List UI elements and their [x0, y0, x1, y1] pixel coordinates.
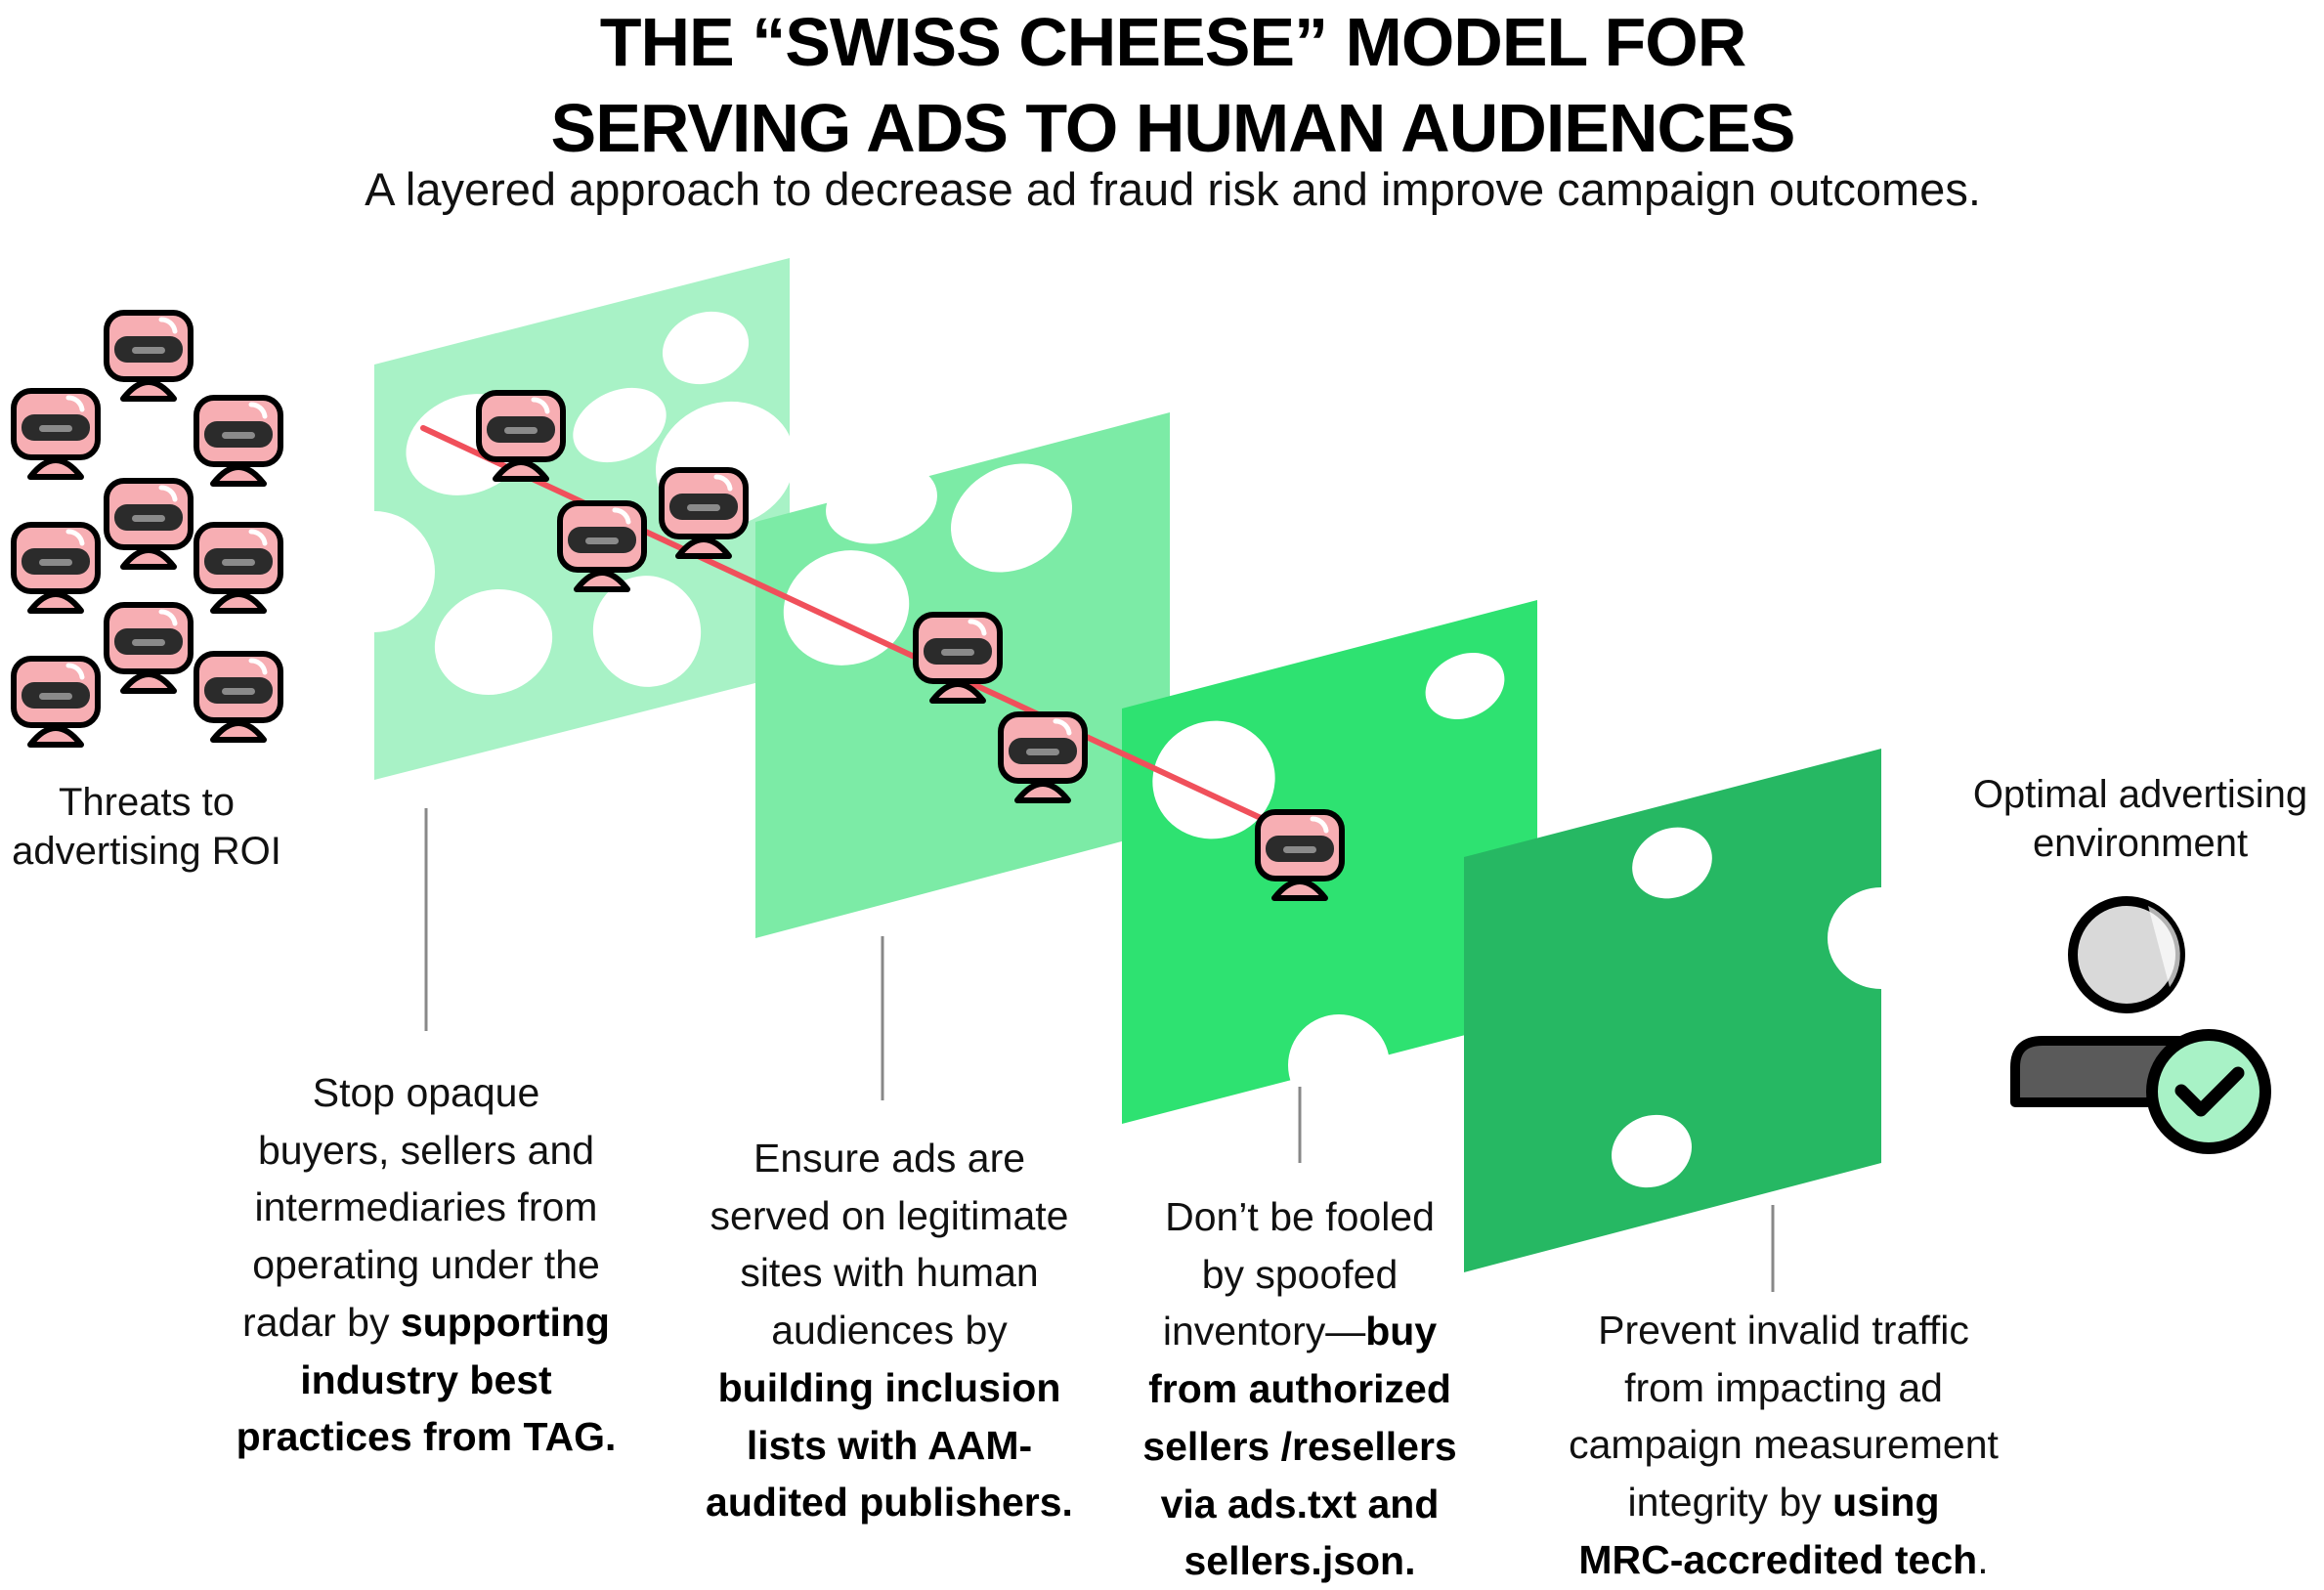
layer-2-caption: Ensure ads are served on legitimate sites … [665, 1130, 1114, 1531]
caption-line: building inclusion [665, 1359, 1114, 1417]
caption-emphasis: lists with AAM- [746, 1422, 1033, 1468]
check-badge-icon [2146, 1029, 2271, 1154]
bot-icon-3 [196, 398, 280, 484]
bot-icon-8 [14, 659, 98, 745]
verified-user-icon [2010, 896, 2271, 1154]
caption-line: Prevent invalid traffic [1525, 1302, 2043, 1359]
bot-icon-1 [107, 313, 191, 399]
caption-emphasis: sellers /resellers [1142, 1423, 1457, 1469]
caption-line: sellers /resellers [1095, 1418, 1505, 1476]
caption-emphasis: sellers.json. [1184, 1538, 1416, 1584]
caption-text: . [1977, 1536, 1989, 1582]
caption-line: Ensure ads are [665, 1130, 1114, 1187]
caption-line: integrity by using [1525, 1474, 2043, 1531]
caption-text: from impacting ad [1624, 1364, 1943, 1410]
caption-emphasis: from authorized [1148, 1366, 1451, 1412]
caption-line: sites with human [665, 1244, 1114, 1302]
caption-emphasis: audited publishers. [706, 1480, 1073, 1526]
caption-emphasis: building inclusion [717, 1364, 1061, 1410]
caption-line: lists with AAM- [665, 1417, 1114, 1475]
caption-text: sites with human [740, 1250, 1039, 1296]
caption-line: Stop opaque [206, 1064, 646, 1122]
caption-line: intermediaries from [206, 1179, 646, 1236]
caption-line: campaign measurement [1525, 1416, 2043, 1474]
threats-label: Threats to advertising ROI [12, 781, 281, 873]
caption-emphasis: using [1832, 1480, 1940, 1526]
caption-emphasis: practices from TAG. [236, 1414, 617, 1460]
bot-icon-5 [14, 525, 98, 611]
caption-line: from authorized [1095, 1360, 1505, 1418]
caption-emphasis: via ads.txt and [1160, 1481, 1440, 1526]
caption-text: buyers, sellers and [257, 1127, 595, 1173]
caption-line: audited publishers. [665, 1474, 1114, 1531]
leader-lines [424, 808, 1775, 1292]
caption-line: buyers, sellers and [206, 1122, 646, 1180]
bot-icon-9 [196, 654, 280, 740]
caption-emphasis: buy [1365, 1309, 1438, 1354]
caption-line: by spoofed [1095, 1246, 1505, 1304]
bot-icon-7 [107, 605, 191, 691]
layer-1-caption: Stop opaque buyers, sellers and intermedia… [206, 1064, 646, 1466]
outcome-label: Optimal advertising environment [1972, 773, 2308, 865]
caption-line: operating under the [206, 1236, 646, 1294]
caption-emphasis: MRC-accredited tech [1578, 1536, 1978, 1582]
caption-text: served on legitimate [710, 1192, 1069, 1238]
caption-text: Stop opaque [312, 1070, 540, 1115]
threat-path-line [420, 425, 1264, 821]
layer-3-caption: Don’t be fooled by spoofed inventory—buy fr… [1095, 1188, 1505, 1590]
caption-line: radar by supporting [206, 1294, 646, 1352]
caption-text: integrity by [1627, 1480, 1833, 1526]
caption-line: practices from TAG. [206, 1408, 646, 1466]
caption-emphasis: industry best [300, 1356, 552, 1402]
caption-text: by spoofed [1201, 1251, 1399, 1297]
caption-line: inventory—buy [1095, 1303, 1505, 1360]
caption-text: intermediaries from [254, 1184, 598, 1230]
caption-text: radar by [242, 1299, 401, 1345]
caption-line: Don’t be fooled [1095, 1188, 1505, 1246]
bot-icon-6 [196, 525, 280, 611]
caption-text: Prevent invalid traffic [1598, 1308, 1969, 1353]
page-subtitle: A layered approach to decrease ad fraud … [365, 163, 1981, 215]
threat-bot-cluster [14, 313, 280, 745]
caption-text: operating under the [252, 1242, 600, 1288]
bot-icon-4 [107, 481, 191, 567]
bot-icon-2 [14, 391, 98, 477]
caption-line: via ads.txt and [1095, 1476, 1505, 1533]
caption-line: served on legitimate [665, 1187, 1114, 1245]
page-title-line-1: THE “SWISS CHEESE” MODEL FOR [599, 4, 1747, 80]
caption-line: from impacting ad [1525, 1359, 2043, 1417]
caption-text: Don’t be fooled [1165, 1194, 1435, 1239]
caption-text: inventory— [1162, 1309, 1366, 1354]
cheese-layer-4 [1464, 749, 1935, 1272]
caption-line: audiences by [665, 1302, 1114, 1359]
caption-line: MRC-accredited tech. [1525, 1531, 2043, 1589]
caption-line: sellers.json. [1095, 1532, 1505, 1590]
page-title-line-2: SERVING ADS TO HUMAN AUDIENCES [550, 90, 1796, 166]
caption-text: audiences by [771, 1308, 1008, 1354]
caption-text: campaign measurement [1569, 1422, 1999, 1468]
caption-line: industry best [206, 1352, 646, 1409]
caption-emphasis: supporting [400, 1299, 610, 1345]
layer-4-caption: Prevent invalid traffic from impacting ad… [1525, 1302, 2043, 1589]
caption-text: Ensure ads are [753, 1136, 1026, 1181]
